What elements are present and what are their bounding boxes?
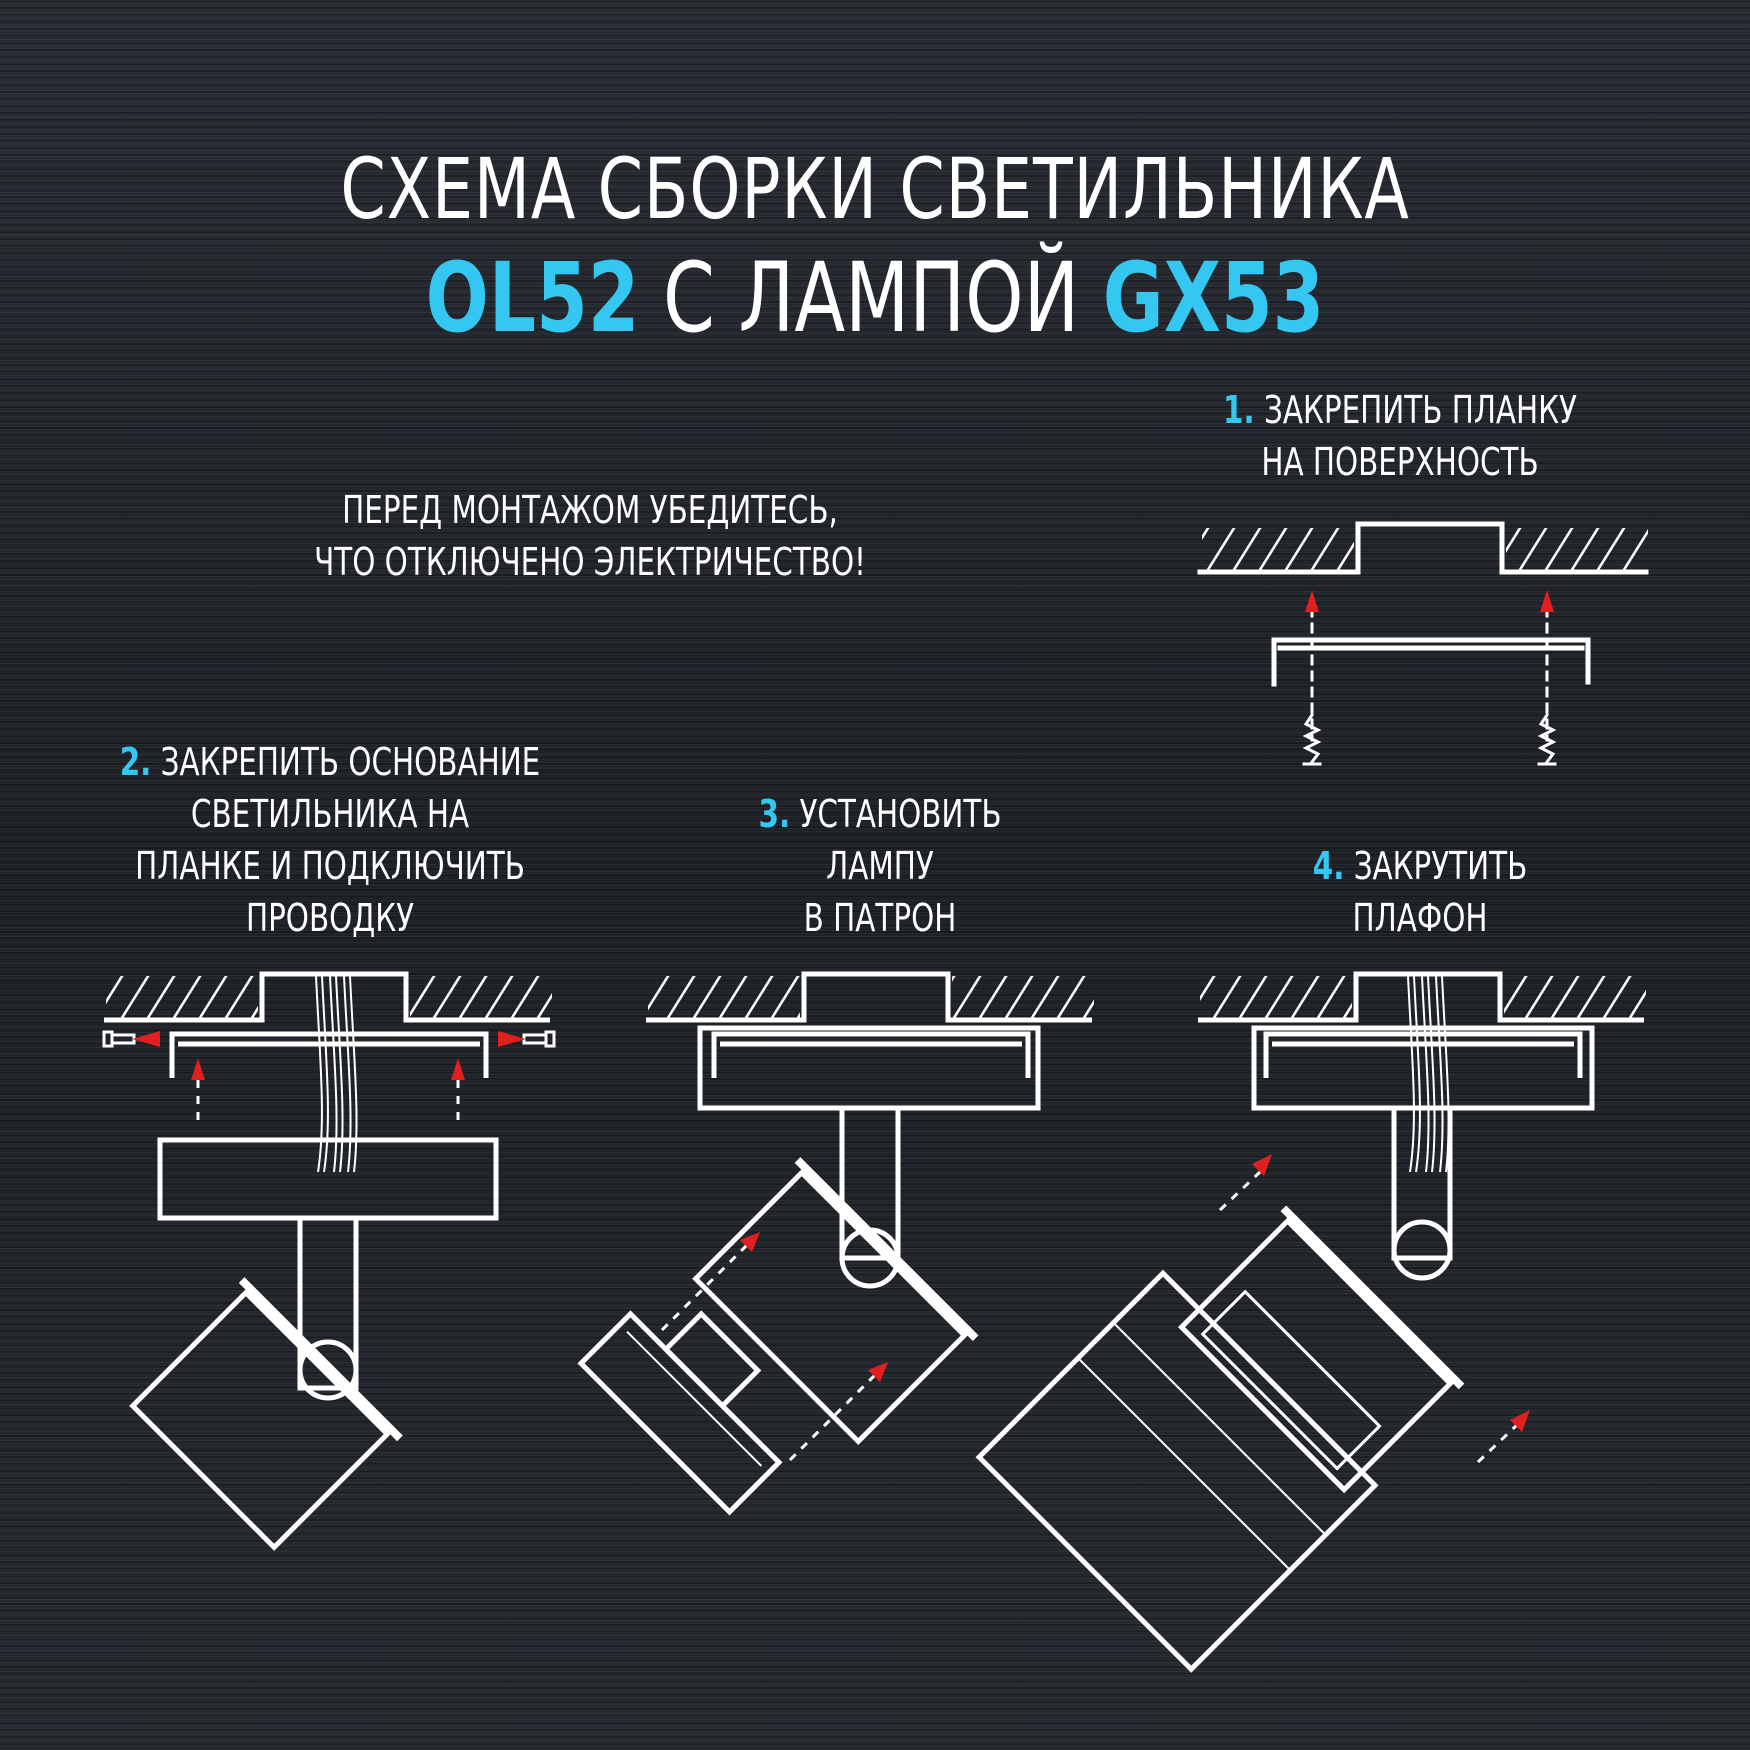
- step-2-line-4: ПРОВОДКУ: [245, 896, 415, 940]
- ceiling-hatch-icon: [1198, 971, 1646, 1023]
- red-arrow-icon: [1305, 590, 1554, 742]
- lamp-type: GX53: [1102, 242, 1325, 354]
- mounting-bar-icon: [169, 1031, 489, 1078]
- screw-icon: [1302, 712, 1557, 766]
- fixture-stem: [297, 1215, 359, 1391]
- step-4-number: 4.: [1312, 844, 1345, 888]
- step-3-number: 3.: [758, 792, 791, 836]
- fixture-joint: [297, 1339, 359, 1401]
- warning-line-2: ЧТО ОТКЛЮЧЕНО ЭЛЕКТРИЧЕСТВО!: [314, 540, 866, 584]
- step-4-label: 4. ЗАКРУТИТЬ ПЛАФОН: [1196, 840, 1643, 944]
- step-1-label: 1. ЗАКРЕПИТЬ ПЛАНКУ НА ПОВЕРХНОСТЬ: [1176, 384, 1623, 488]
- subtitle-middle: С ЛАМПОЙ: [639, 242, 1103, 354]
- step-1-number: 1.: [1223, 388, 1255, 432]
- fixture-stem: [1391, 1105, 1453, 1261]
- wires-icon: [315, 975, 358, 1173]
- lamp-gx53-icon: [577, 1310, 783, 1516]
- red-arrow-icon: [1218, 1154, 1530, 1464]
- ceiling-hatch-icon: [646, 971, 1094, 1023]
- step-3-line-2: ЛАМПУ: [826, 844, 934, 888]
- fixture-base: [157, 1137, 499, 1221]
- ceiling-hatch-icon: [1197, 521, 1649, 575]
- step-4-line-2: ПЛАФОН: [1352, 896, 1488, 940]
- step-2-line-2: СВЕТИЛЬНИКА НА: [190, 792, 470, 836]
- step-1-line-1: ЗАКРЕПИТЬ ПЛАНКУ: [1264, 388, 1577, 432]
- fixture-stem: [839, 1105, 901, 1261]
- step-1-diagram: [1197, 521, 1649, 766]
- model-name: OL52: [425, 242, 640, 354]
- step-1-line-2: НА ПОВЕРХНОСТЬ: [1261, 440, 1539, 484]
- step-2-number: 2.: [119, 740, 152, 784]
- fixture-base: [697, 1025, 1041, 1111]
- step-3-diagram: [577, 971, 1094, 1516]
- warning-line-1: ПЕРЕД МОНТАЖОМ УБЕДИТЕСЬ,: [342, 488, 838, 532]
- screw-icon: [102, 1030, 556, 1048]
- fixture-base: [1251, 1025, 1595, 1111]
- page-title: СХЕМА СБОРКИ СВЕТИЛЬНИКА: [340, 140, 1410, 238]
- red-arrow-icon: [191, 1058, 465, 1122]
- step-2-line-1: ЗАКРЕПИТЬ ОСНОВАНИЕ: [160, 740, 541, 784]
- shade-icon: [975, 1269, 1379, 1673]
- red-arrow-icon: [660, 1232, 888, 1462]
- mounting-bar-icon: [1263, 1031, 1583, 1078]
- step-2-diagram: [102, 971, 556, 1551]
- mounting-bar-icon: [711, 1031, 1031, 1078]
- mounting-bar-icon: [1271, 637, 1591, 687]
- step-3-label: 3. УСТАНОВИТЬ ЛАМПУ В ПАТРОН: [656, 788, 1103, 944]
- safety-warning: ПЕРЕД МОНТАЖОМ УБЕДИТЕСЬ, ЧТО ОТКЛЮЧЕНО …: [255, 484, 926, 588]
- wires-icon: [1407, 975, 1450, 1173]
- shade-icon: [692, 1157, 979, 1445]
- ceiling-hatch-icon: [104, 971, 552, 1023]
- lamp-gx53-icon: [1177, 1205, 1465, 1494]
- shade-icon: [129, 1277, 403, 1551]
- step-4-diagram: [975, 971, 1646, 1673]
- step-3-line-3: В ПАТРОН: [803, 896, 957, 940]
- step-2-label: 2. ЗАКРЕПИТЬ ОСНОВАНИЕ СВЕТИЛЬНИКА НА ПЛ…: [81, 736, 580, 944]
- step-4-line-1: ЗАКРУТИТЬ: [1353, 844, 1528, 888]
- step-2-line-3: ПЛАНКЕ И ПОДКЛЮЧИТЬ: [135, 844, 525, 888]
- page-subtitle: OL52 С ЛАМПОЙ GX53: [123, 242, 1628, 354]
- step-3-line-1: УСТАНОВИТЬ: [799, 792, 1002, 836]
- fixture-joint: [1391, 1219, 1453, 1281]
